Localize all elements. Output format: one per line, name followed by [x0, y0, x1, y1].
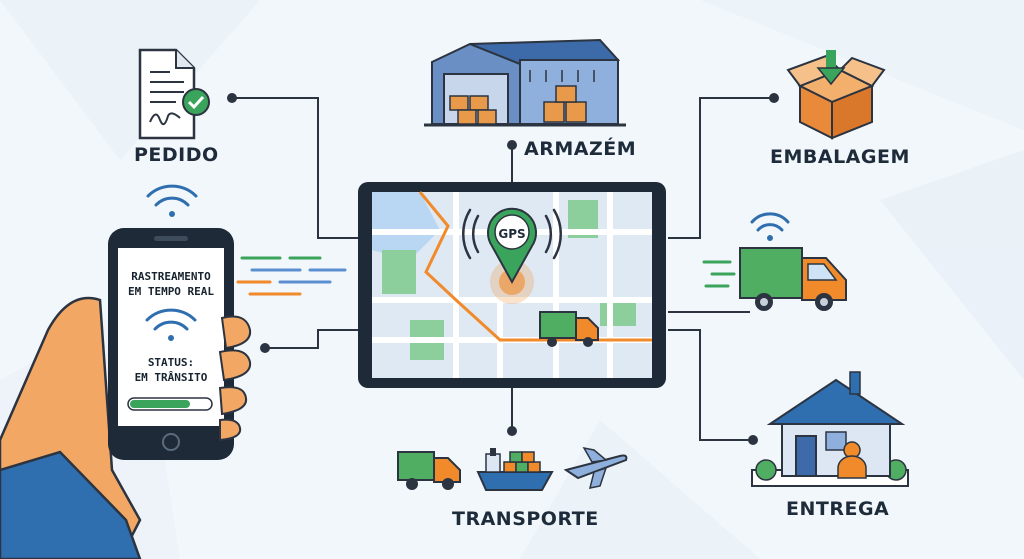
airplane-icon [563, 446, 628, 489]
phone-wifi-icon [145, 308, 197, 341]
hand-holding-phone [0, 228, 252, 559]
label-embalagem: EMBALAGEM [770, 146, 910, 168]
house-icon [751, 371, 909, 487]
label-pedido: PEDIDO [134, 144, 219, 166]
progress-bar-fill [130, 400, 190, 408]
wifi-icon [750, 212, 790, 241]
transport-truck-icon [397, 451, 461, 490]
label-armazem: ARMAZÉM [524, 138, 637, 160]
connector-dots [227, 93, 779, 445]
gps-pin-icon [487, 207, 537, 285]
top-wifi-icon [146, 184, 198, 217]
box-icon [786, 50, 886, 140]
data-stream-lines [236, 256, 347, 296]
truck-icon [702, 247, 847, 311]
phone-status-line2: EM TRÂNSITO [134, 371, 208, 384]
phone-title-line1: RASTREAMENTO [131, 270, 211, 283]
map-truck-icon [539, 311, 599, 347]
document-check-icon [138, 48, 210, 140]
warehouse-icon [424, 38, 626, 127]
tablet-map [358, 182, 666, 388]
label-transporte: TRANSPORTE [452, 508, 599, 530]
phone-title-line2: EM TEMPO REAL [127, 285, 215, 298]
connector-lines [232, 97, 774, 441]
ship-icon [476, 448, 554, 491]
label-entrega: ENTREGA [786, 498, 890, 520]
phone-status-line1: STATUS: [147, 356, 195, 369]
